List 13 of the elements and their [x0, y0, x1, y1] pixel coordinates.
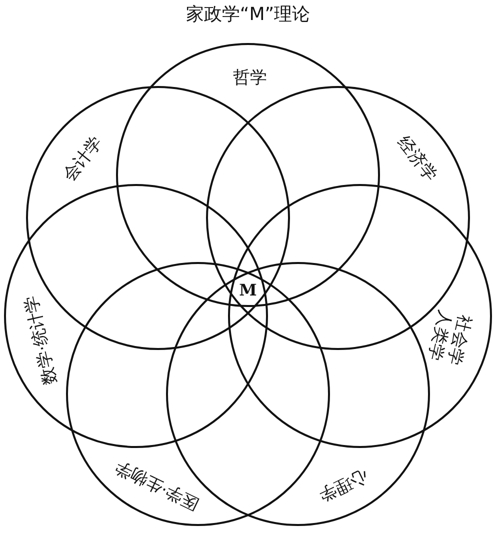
circle-label: 会计学: [58, 132, 106, 185]
circle-label: 哲学: [233, 68, 267, 88]
circle-label: 数学·统计学: [22, 293, 62, 386]
circle-label: 经济学: [394, 132, 442, 185]
center-label: M: [239, 280, 257, 300]
venn-circle: [228, 184, 492, 448]
circle-label: 心理学: [316, 464, 370, 505]
diagram-title: 家政学“M”理论: [186, 3, 310, 26]
circle-label: 社会学人类学: [423, 307, 474, 368]
venn-circle: [166, 262, 430, 526]
venn-circle: [116, 43, 380, 307]
venn-circle: [4, 184, 268, 448]
circle-label: 医学·生物学: [112, 456, 202, 514]
